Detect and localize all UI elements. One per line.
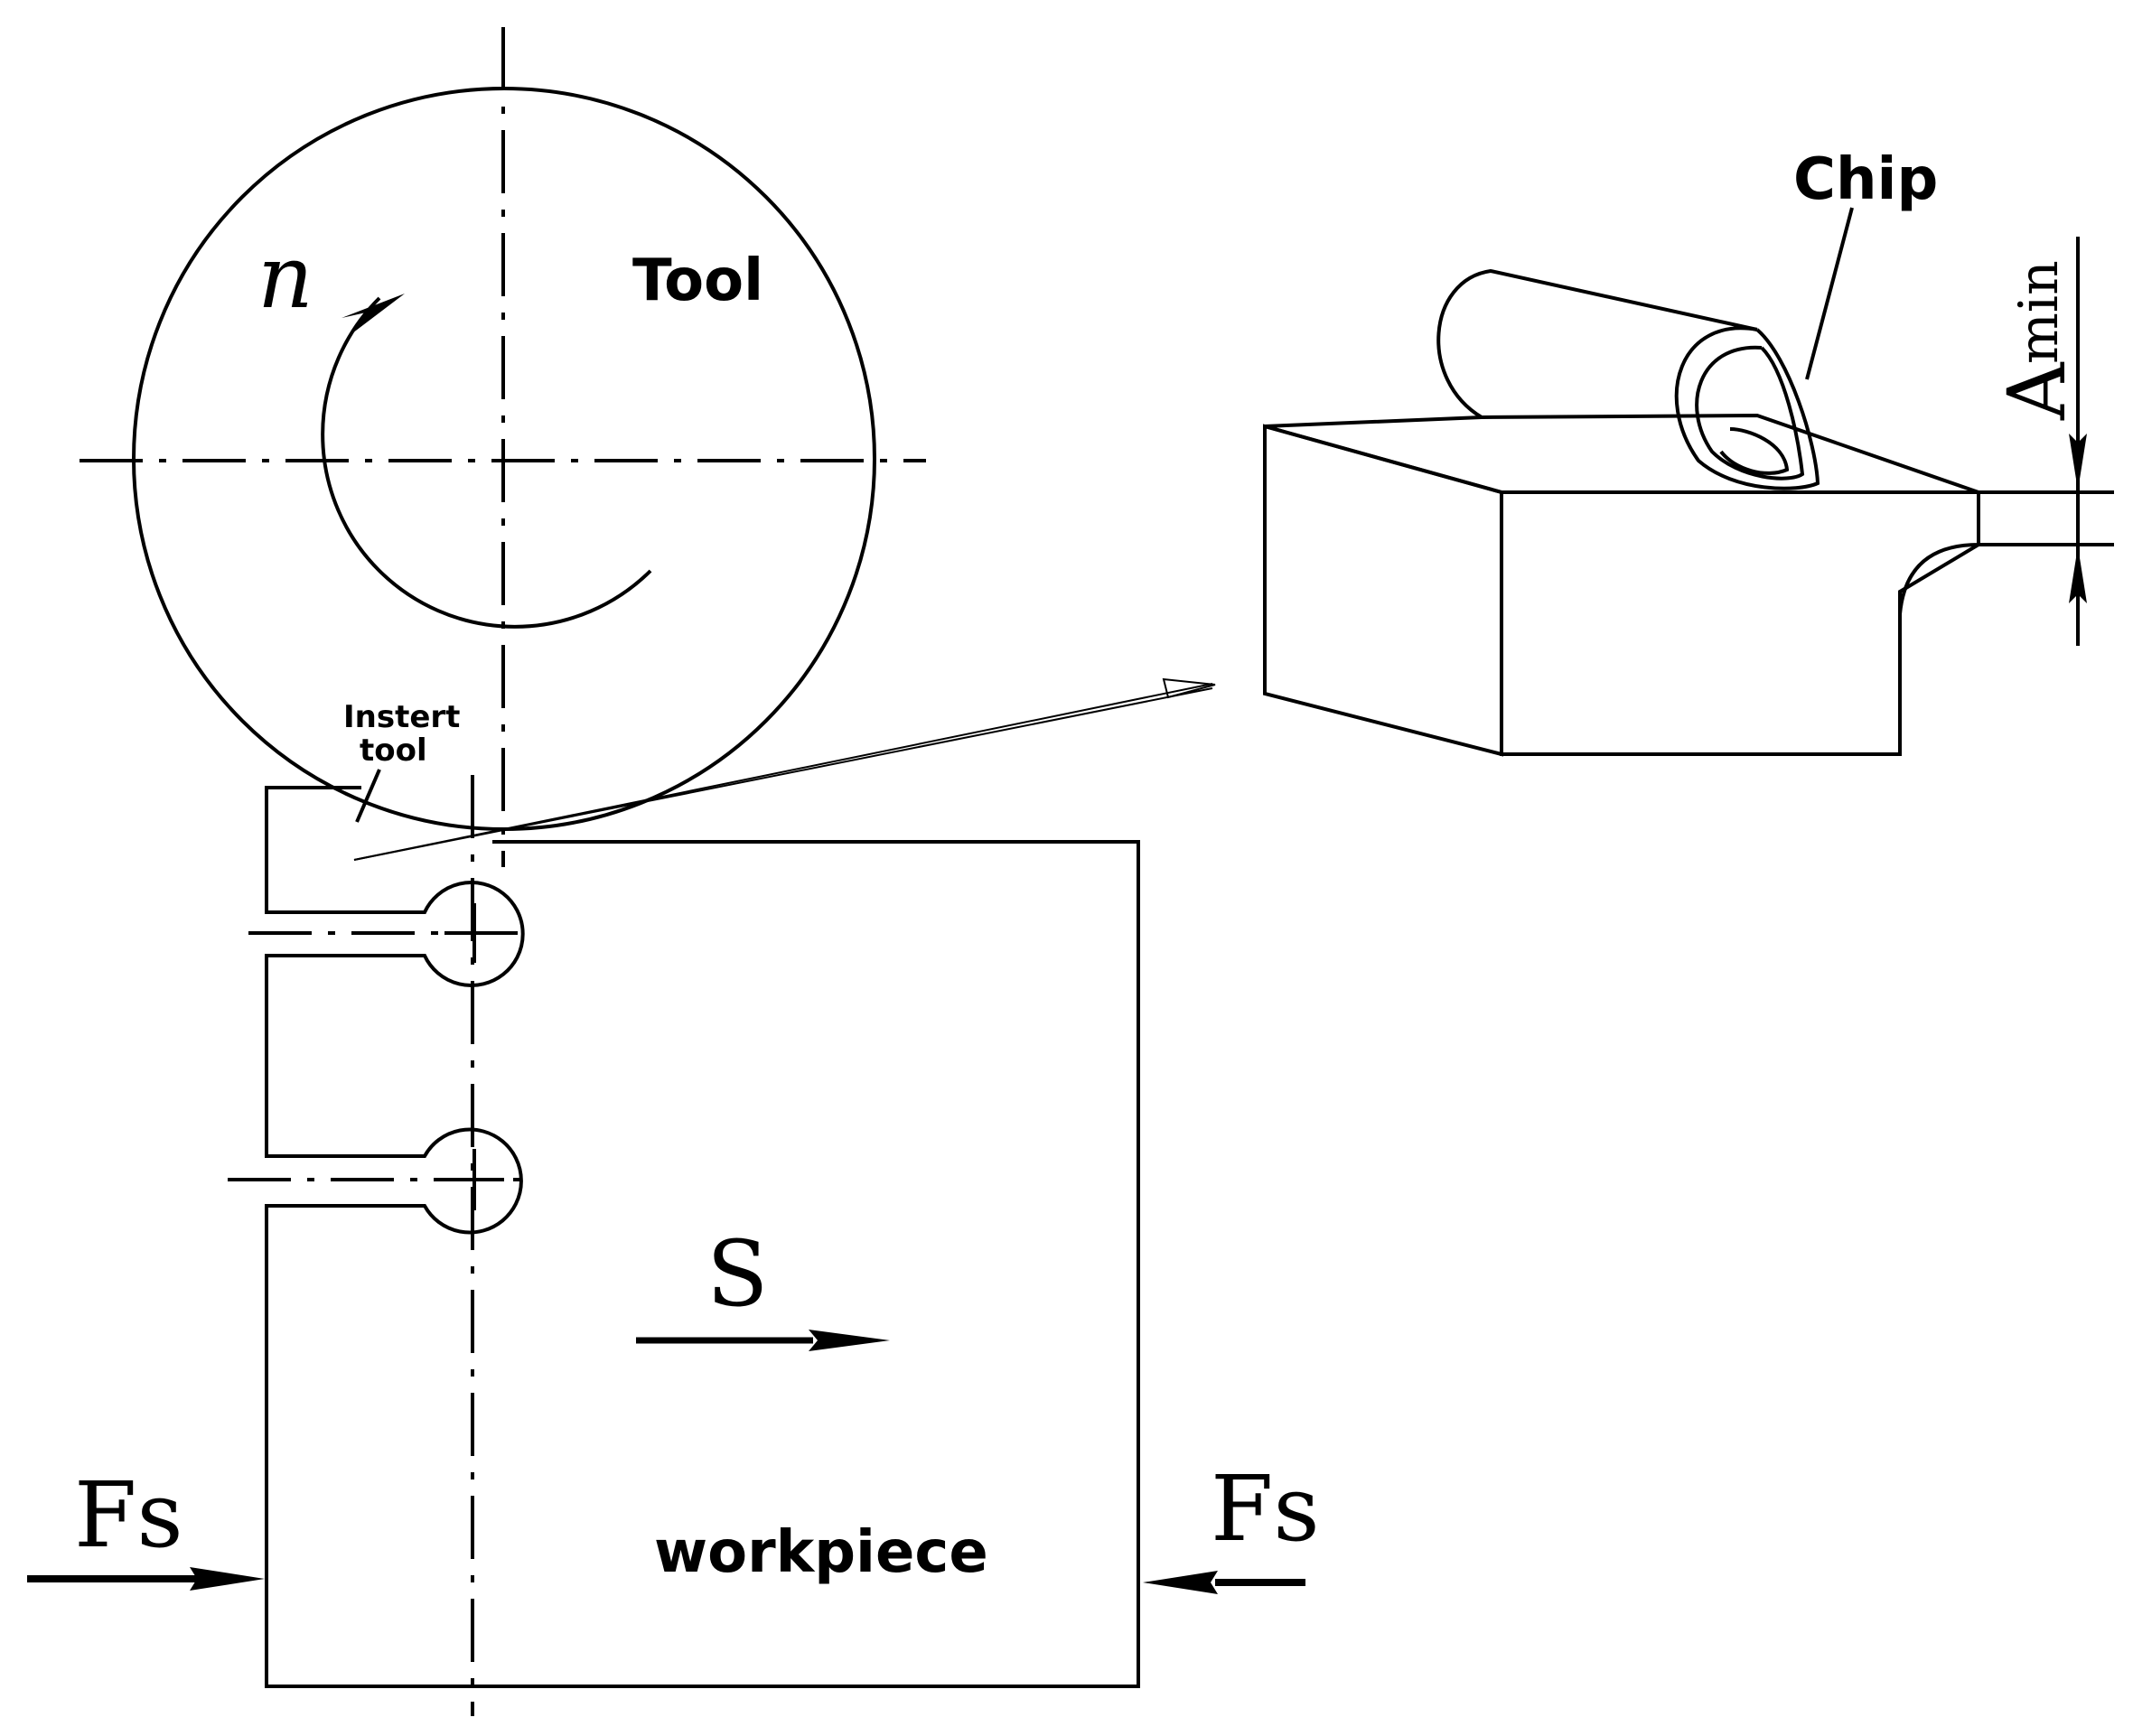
chip-leader xyxy=(1805,207,1854,380)
amin-label: A min xyxy=(1990,260,2083,421)
force-left-group: Fs xyxy=(27,1462,265,1591)
detail-block-front-face xyxy=(1500,490,1980,756)
detail-block-top-face xyxy=(1264,413,1979,494)
force-right-arrowhead xyxy=(1143,1571,1218,1594)
insert-tool-label-line2: tool xyxy=(360,733,427,769)
amin-arrowhead-top xyxy=(2069,434,2087,490)
detail-view: Chip A min xyxy=(1263,146,2114,757)
tool-label: Tool xyxy=(632,247,763,314)
force-right-label: Fs xyxy=(1211,1456,1320,1562)
workpiece-outline xyxy=(265,786,1140,1688)
insert-tool-label-line1: Instert xyxy=(343,699,460,735)
chip-curl-inner xyxy=(1719,427,1790,475)
force-left-label: Fs xyxy=(74,1462,183,1568)
tool-group: n Tool Instert tool xyxy=(80,27,926,867)
detail-block-left-face xyxy=(1263,424,1503,757)
detail-callout-arrowhead xyxy=(1162,677,1216,699)
workpiece-group: S workpiece xyxy=(228,775,1140,1716)
chip-curl-outer xyxy=(1674,326,1820,490)
rotation-symbol-label: n xyxy=(257,227,313,328)
insert-tool-leader xyxy=(355,769,381,823)
amin-label-base: A xyxy=(1990,361,2083,421)
detail-step-relief xyxy=(1898,492,1980,615)
chip-body xyxy=(1436,268,1758,419)
rotation-arrowhead xyxy=(341,294,405,336)
chip-label: Chip xyxy=(1793,146,1938,213)
feed-label: S xyxy=(706,1221,769,1327)
amin-arrowhead-bottom xyxy=(2069,546,2087,603)
force-left-arrowhead xyxy=(190,1567,265,1591)
detail-callout-arrow xyxy=(353,677,1216,861)
amin-label-sub: min xyxy=(2007,260,2071,364)
chip-curl-middle xyxy=(1695,345,1805,481)
force-right-group: Fs xyxy=(1143,1456,1320,1594)
workpiece-label: workpiece xyxy=(654,1519,988,1586)
feed-arrowhead xyxy=(809,1330,890,1351)
detail-callout-line-2 xyxy=(353,687,1213,861)
rotation-arc xyxy=(321,296,652,629)
